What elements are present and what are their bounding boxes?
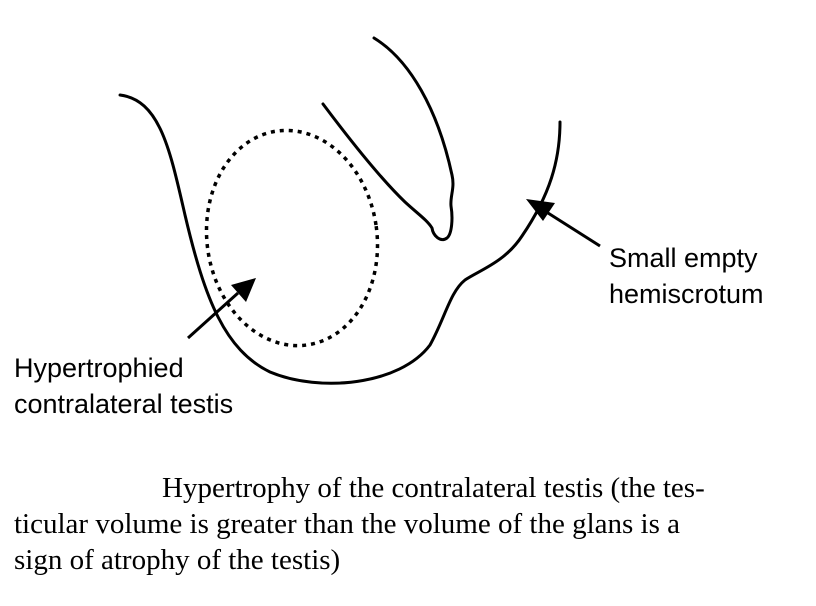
label-right-line2: hemiscrotum xyxy=(609,279,764,309)
arrow-left-head xyxy=(231,278,256,302)
arrow-right-shaft xyxy=(547,211,601,248)
label-small-empty-hemiscrotum: Small empty hemiscrotum xyxy=(609,240,764,312)
penis-outline xyxy=(321,36,455,242)
caption-line3: sign of atrophy of the testis) xyxy=(14,544,341,576)
label-hypertrophied-testis: Hypertrophied contralateral testis xyxy=(14,350,233,422)
label-right-line1: Small empty xyxy=(609,243,758,273)
testis-dotted-outline xyxy=(204,128,380,348)
scrotum-outline xyxy=(118,93,562,385)
label-left-line1: Hypertrophied xyxy=(14,353,184,383)
caption-line2: ticular volume is greater than the volum… xyxy=(14,508,680,540)
caption-line1: Hypertrophy of the contralateral testis … xyxy=(162,472,705,504)
arrow-left-shaft xyxy=(186,291,240,340)
figure-caption: Hypertrophy of the contralateral testis … xyxy=(14,470,794,578)
label-left-line2: contralateral testis xyxy=(14,389,234,419)
arrow-right-head xyxy=(526,199,555,221)
